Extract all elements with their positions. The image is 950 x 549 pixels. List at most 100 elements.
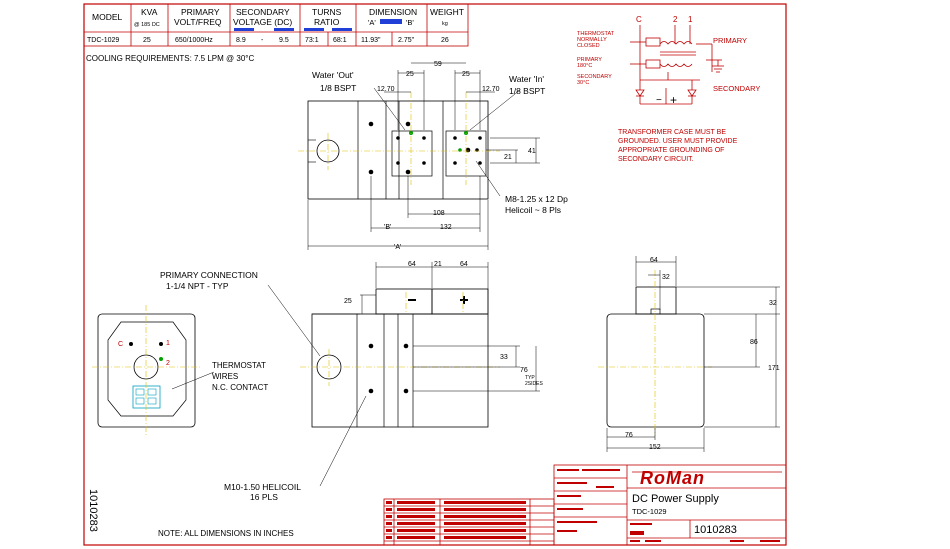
hdr-turns-2: RATIO xyxy=(314,17,340,27)
turns-a-bar xyxy=(304,28,324,31)
side-body xyxy=(606,313,705,428)
row-turns-b: 68:1 xyxy=(333,37,347,44)
dim-a: 'A' xyxy=(394,244,401,251)
side-dim-32a: 32 xyxy=(662,274,670,281)
row-kva: 25 xyxy=(143,37,151,44)
water-out-block xyxy=(391,130,433,177)
side-dim-86: 86 xyxy=(750,339,758,346)
hdr-kva: KVA xyxy=(141,7,158,17)
hdr-dim-a: 'A' xyxy=(368,18,376,27)
side-tab xyxy=(650,308,661,315)
primary-connection-1: PRIMARY CONNECTION xyxy=(160,270,258,280)
dim-41: 41 xyxy=(528,148,536,155)
side-dim-76: 76 xyxy=(625,432,633,439)
secondary-low-bar xyxy=(234,28,254,31)
hdr-secondary-1: SECONDARY xyxy=(236,7,290,17)
positive-terminal xyxy=(431,288,489,315)
side-drawing-number: 1010283 xyxy=(87,489,99,532)
row-sec-high: 9.5 xyxy=(279,37,289,44)
dimensions-note: NOTE: ALL DIMENSIONS IN INCHES xyxy=(158,529,294,538)
dim-33: 33 xyxy=(500,354,508,361)
water-out-label-2: 1/8 BSPT xyxy=(320,83,356,93)
negative-mark xyxy=(408,299,416,301)
sch-thermo-2: NORMALLY xyxy=(577,37,607,43)
dim-1270b: 12.70 xyxy=(482,86,500,93)
hdr-primary-2: VOLT/FREQ xyxy=(174,17,222,27)
warning-line-3: APPROPRIATE GROUNDING OF xyxy=(618,147,724,154)
dimension-a-bar xyxy=(380,19,402,24)
product-name: DC Power Supply xyxy=(632,493,719,505)
side-dim-64: 64 xyxy=(650,257,658,264)
end-2: 2 xyxy=(166,360,170,367)
hdr-weight-unit: kg xyxy=(442,21,448,27)
warning-line-2: GROUNDED. USER MUST PROVIDE xyxy=(618,138,738,145)
secondary-high-bar xyxy=(274,28,294,31)
end-thermo-2: WIRES xyxy=(212,372,238,381)
sch-label-primary: PRIMARY xyxy=(713,36,747,45)
dim-2sides: 2SIDES xyxy=(525,381,543,387)
sch-plus: + xyxy=(670,93,677,107)
end-1: 1 xyxy=(166,340,170,347)
end-body xyxy=(97,313,196,428)
end-terminal-block xyxy=(132,385,161,409)
drawing-number: 1010283 xyxy=(694,524,737,536)
front-body xyxy=(311,313,489,428)
cooling-requirements: COOLING REQUIREMENTS: 7.5 LPM @ 30°C xyxy=(86,54,254,63)
end-c: C xyxy=(118,341,123,348)
side-dim-152: 152 xyxy=(649,444,661,451)
water-out-label-1: Water 'Out' xyxy=(312,70,354,80)
dim-25-front: 25 xyxy=(344,298,352,305)
turns-b-bar xyxy=(332,28,352,31)
row-sec-low: 8.9 xyxy=(236,37,246,44)
top-view: 25 59 25 12.70 12.70 41 21 108 'B' 132 '… xyxy=(298,61,568,251)
side-dim-32b: 32 xyxy=(769,300,777,307)
negative-terminal xyxy=(375,288,433,315)
helicoil-top-2: Helicoil ~ 8 Pls xyxy=(505,205,561,215)
dim-25a: 25 xyxy=(406,71,414,78)
dim-b: 'B' xyxy=(384,224,391,231)
dim-108: 108 xyxy=(433,210,445,217)
hdr-primary-1: PRIMARY xyxy=(181,7,220,17)
hdr-model: MODEL xyxy=(92,12,123,22)
hdr-turns-1: TURNS xyxy=(312,7,342,17)
sch-c: C xyxy=(636,15,642,24)
helicoil-front-2: 16 PLS xyxy=(250,492,278,502)
side-dim-171: 171 xyxy=(768,365,780,372)
dim-76: 76 xyxy=(520,367,528,374)
dim-64a: 64 xyxy=(408,261,416,268)
dim-25b: 25 xyxy=(462,71,470,78)
sch-2: 2 xyxy=(673,15,678,24)
side-terminal xyxy=(635,286,677,315)
company-logo: RoMan xyxy=(640,468,705,488)
row-weight: 26 xyxy=(441,37,449,44)
dim-21-front: 21 xyxy=(434,261,442,268)
end-thermo-1: THERMOSTAT xyxy=(212,361,266,370)
row-dim-a: 11.93" xyxy=(361,37,381,44)
front-view: 64 21 64 25 33 76 TYP 2SIDES PRIMARY CON… xyxy=(160,261,543,502)
spec-table: MODEL KVA @ 185 DC PRIMARY VOLT/FREQ SEC… xyxy=(83,3,469,47)
water-in-label-2: 1/8 BSPT xyxy=(509,86,545,96)
dim-typ: TYP xyxy=(525,375,535,381)
sch-1: 1 xyxy=(688,15,693,24)
row-model: TDC-1029 xyxy=(87,37,119,44)
hdr-kva-sub: @ 185 DC xyxy=(134,22,160,28)
primary-connection-2: 1-1/4 NPT - TYP xyxy=(166,281,229,291)
hdr-dim-b: 'B' xyxy=(406,18,414,27)
hdr-dimension: DIMENSION xyxy=(369,7,417,17)
sch-thermo-1: THERMOSTAT xyxy=(577,31,615,37)
hdr-secondary-2: VOLTAGE (DC) xyxy=(233,17,292,27)
positive-mark-v xyxy=(463,296,465,304)
row-sec-dash: - xyxy=(261,37,264,44)
side-view: 64 32 32 86 171 76 152 xyxy=(598,256,780,452)
sch-thermo-3: CLOSED xyxy=(577,43,600,49)
warning-line-1: TRANSFORMER CASE MUST BE xyxy=(618,129,726,136)
sch-secondary-1: SECONDARY xyxy=(577,74,612,80)
warning-line-4: SECONDARY CIRCUIT. xyxy=(618,156,694,163)
wiring-schematic: C 2 1 THERMOSTAT NORMALLY CLOSED PRIMARY… xyxy=(577,15,760,163)
dim-21: 21 xyxy=(504,154,512,161)
helicoil-front-1: M10-1.50 HELICOIL xyxy=(224,482,301,492)
dim-59: 59 xyxy=(434,61,442,68)
sch-secondary-2: 30°C xyxy=(577,80,589,86)
dim-132: 132 xyxy=(440,224,452,231)
